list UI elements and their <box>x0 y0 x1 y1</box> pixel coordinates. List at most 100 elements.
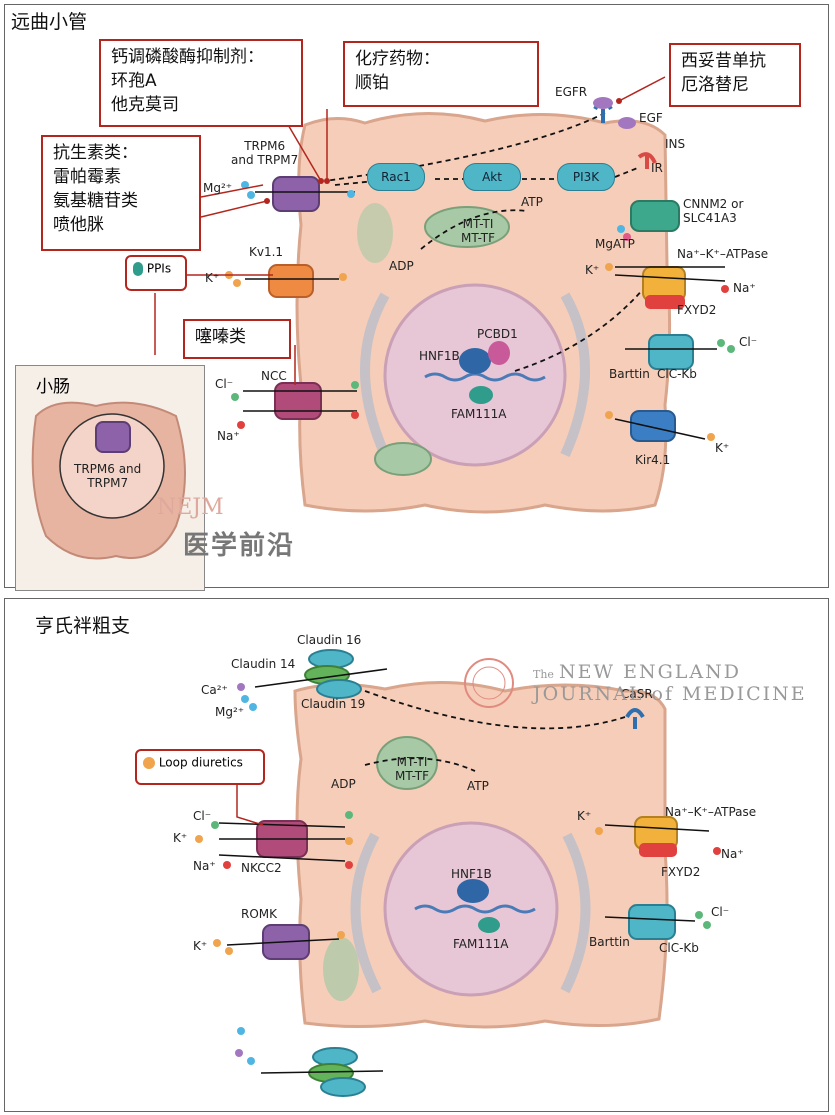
cl-ion <box>211 821 219 829</box>
k-label: K⁺ <box>193 939 208 953</box>
fxyd2-subunit <box>639 843 677 857</box>
kir-label: Kir4.1 <box>635 453 671 467</box>
nejm-watermark: NEJM <box>157 495 224 520</box>
ir-label: IR <box>651 161 663 175</box>
box-line: 钙调磷酸酶抑制剂： <box>111 47 264 67</box>
k-ion <box>233 279 241 287</box>
cnnm2-transporter <box>630 200 680 232</box>
antibiotics-box: 抗生素类： 雷帕霉素 氨基糖苷类 喷他脒 <box>41 135 201 251</box>
atp-label: ATP <box>521 195 543 209</box>
k-label: K⁺ <box>715 441 730 455</box>
cl-arrow <box>218 822 346 828</box>
na-ion <box>237 421 245 429</box>
hnf1b-label: HNF1B <box>451 867 492 881</box>
fam111a-label: FAM111A <box>453 937 509 951</box>
box-line: 抗生素类： <box>53 143 138 163</box>
er-band <box>350 832 382 994</box>
na-label: Na⁺ <box>733 281 756 295</box>
box-line: 顺铂 <box>355 73 389 93</box>
fxyd2-label: FXYD2 <box>661 865 701 879</box>
adp-atp-path <box>364 757 476 772</box>
trpm-line: TRPM6 <box>244 139 286 153</box>
cn-watermark: 医学前沿 <box>183 531 296 561</box>
magnify-circle <box>59 413 165 519</box>
cl-label: Cl⁻ <box>193 809 212 823</box>
kv-label: Kv1.1 <box>249 245 284 259</box>
mg-label: Mg²⁺ <box>203 181 233 195</box>
hnf1b-atpase-path <box>514 286 646 372</box>
casr-signal-path <box>364 690 626 730</box>
nucleus <box>383 821 559 997</box>
target-dot <box>318 178 324 184</box>
thiazide-box: 噻嗪类 <box>183 319 291 359</box>
mito-line: MT-TF <box>461 231 496 245</box>
ncc-channel <box>274 382 322 420</box>
mg-ion <box>241 695 249 703</box>
atp-ion <box>623 233 631 241</box>
na-ion <box>223 861 231 869</box>
claudin16-label: Claudin 16 <box>297 633 362 647</box>
egf-ligand <box>618 117 636 129</box>
journal-line2: JOURNAL of MEDICINE <box>533 683 807 705</box>
box-line: 环孢A <box>111 71 157 91</box>
kv-channel <box>268 264 314 298</box>
ins-label: INS <box>665 137 686 151</box>
drug-icon <box>143 756 155 769</box>
cl-ion <box>231 393 239 401</box>
k-ion <box>595 827 603 835</box>
mg-ion <box>237 1027 245 1035</box>
k-efflux-arrow <box>226 938 340 946</box>
paracellular-arrow <box>260 1070 384 1074</box>
dna-strand <box>414 904 536 914</box>
er-band <box>560 832 591 994</box>
chemotherapy-box: 化疗药物： 顺铂 <box>343 41 539 107</box>
pcbd1-label: PCBD1 <box>477 327 518 341</box>
na-ion <box>345 861 353 869</box>
panel-title: 远曲小管 <box>11 11 88 33</box>
trpm-line: and TRPM7 <box>231 153 299 167</box>
claudin19-shape <box>316 679 362 699</box>
pcbd1-shape <box>488 341 510 365</box>
k-label: K⁺ <box>585 263 600 277</box>
atpase-label: Na⁺–K⁺–ATPase <box>665 805 757 819</box>
hnf1b-shape <box>457 879 489 903</box>
intestine-illustration <box>31 401 186 560</box>
ppis-legend: PPIs <box>125 255 187 291</box>
romk-label: ROMK <box>241 907 278 921</box>
rac1-node: Rac1 <box>367 163 425 191</box>
k-ion <box>707 433 715 441</box>
na-label: Na⁺ <box>721 847 744 861</box>
pi3k-node: PI3K <box>557 163 615 191</box>
ca-ion <box>237 683 245 691</box>
mitochondrion <box>374 442 432 476</box>
akt-node: Akt <box>463 163 521 191</box>
mg-ion <box>617 225 625 233</box>
drug-target-connector <box>154 76 666 385</box>
cl-ion <box>727 345 735 353</box>
mg-ion <box>247 1057 255 1065</box>
hnf1b-label: HNF1B <box>419 349 460 363</box>
atp-label: ATP <box>467 779 489 793</box>
fam111a-shape <box>478 917 500 933</box>
mito-line: MT-TI <box>396 755 428 769</box>
inset-line: TRPM6 and <box>74 462 142 476</box>
anti-egfr-box: 西妥昔单抗 厄洛替尼 <box>669 43 801 107</box>
adp-label: ADP <box>389 259 414 273</box>
inset-title: 小肠 <box>36 377 70 397</box>
loop-of-henle-illustration <box>195 649 721 1097</box>
clckb-label: ClC-Kb <box>659 941 699 955</box>
k-ion <box>225 947 233 955</box>
paracellular-arrow <box>254 668 388 688</box>
box-line: 西妥昔单抗 <box>681 51 766 71</box>
claudin14-label: Claudin 14 <box>231 657 296 671</box>
target-dot <box>616 98 622 104</box>
na-label: Na⁺ <box>193 859 216 873</box>
journal-the: The <box>533 668 554 681</box>
ca-label: Ca²⁺ <box>201 683 228 697</box>
cnnm-line: SLC41A3 <box>683 211 737 225</box>
target-dot <box>324 178 330 184</box>
clc-kb-channel <box>628 904 676 940</box>
k-ion <box>345 837 353 845</box>
